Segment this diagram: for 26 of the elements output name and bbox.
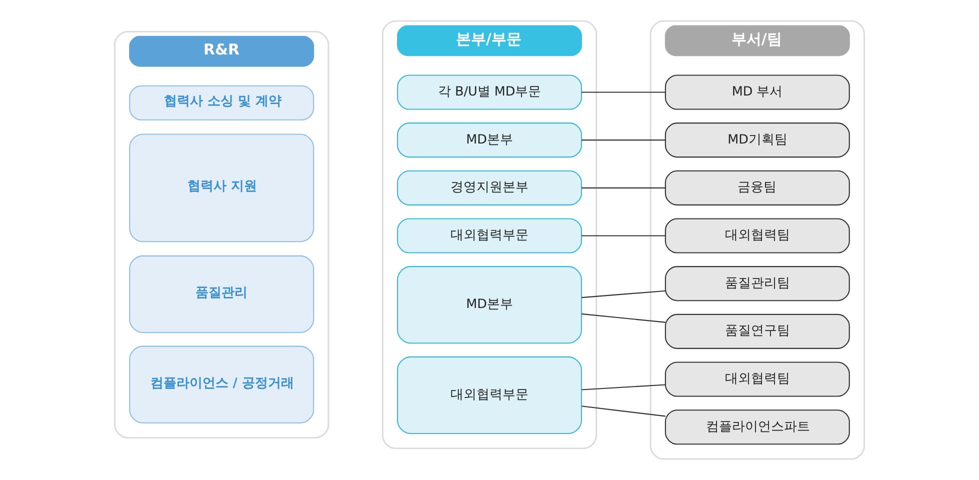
node-box: MD본부 [397, 122, 582, 158]
node-box: 컴플라이언스 / 공정거래 [129, 346, 314, 424]
node-box: 컴플라이언스파트 [664, 410, 850, 445]
node-box: 경영지원본부 [397, 170, 582, 206]
connector [582, 187, 666, 188]
node-box: 대외협력팀 [664, 218, 850, 254]
node-box: 금융팀 [664, 170, 850, 206]
node-box: 협력사 소싱 및 계약 [129, 85, 314, 120]
connector [582, 92, 666, 93]
connector [582, 235, 666, 236]
node-box: MD 부서 [664, 74, 850, 110]
node-box: 대외협력부문 [397, 218, 582, 254]
node-box: 대외협력팀 [664, 362, 850, 397]
node-box: MD본부 [397, 266, 582, 344]
connector [582, 140, 666, 141]
node-box: 협력사 지원 [129, 134, 314, 242]
node-box: 각 B/U별 MD부문 [397, 74, 582, 110]
node-box: 대외협력부문 [397, 356, 582, 434]
connector [582, 313, 666, 323]
node-box: 품질연구팀 [664, 314, 850, 349]
node-box: MD기획팀 [664, 122, 850, 158]
connector [582, 384, 666, 390]
connector [582, 290, 666, 298]
connector [582, 406, 666, 417]
node-box: 품질관리팀 [664, 266, 850, 302]
node-box: 품질관리 [129, 255, 314, 334]
